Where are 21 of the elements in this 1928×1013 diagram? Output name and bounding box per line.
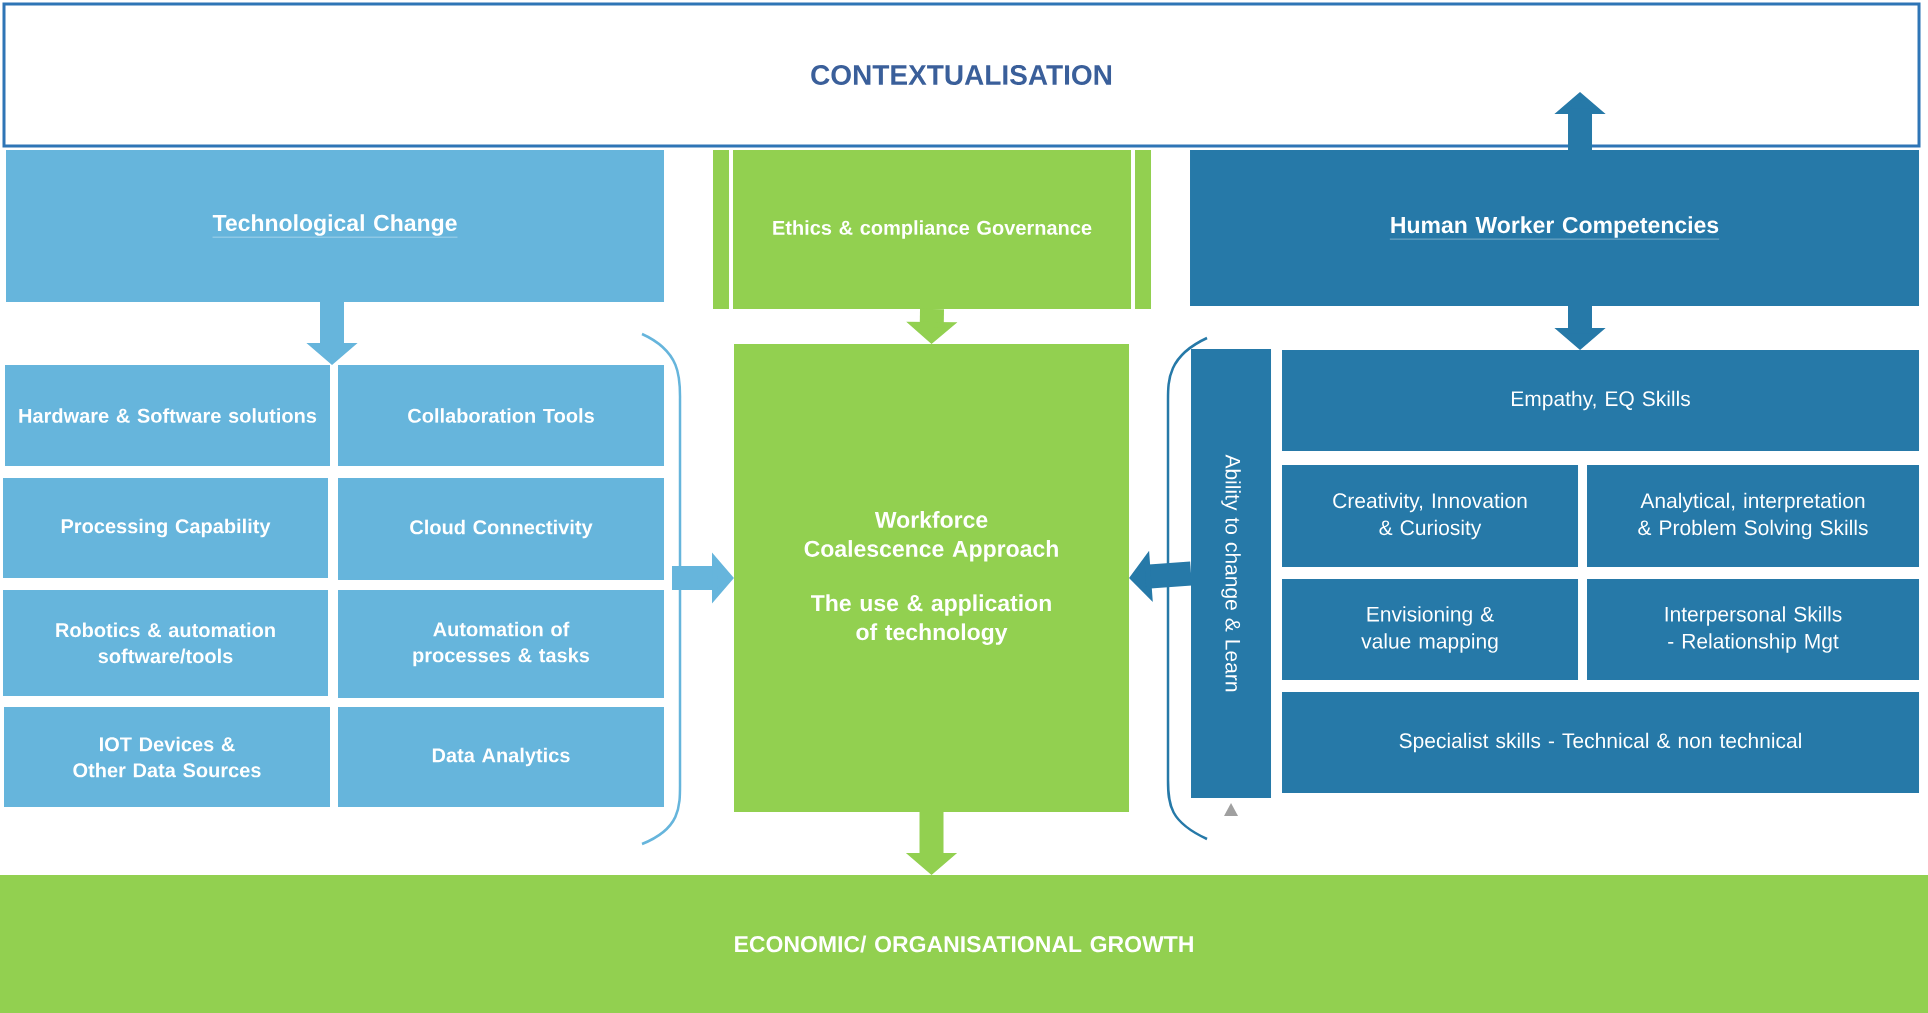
item-box: Automation of processes & tasks <box>338 590 664 698</box>
skill-box: Envisioning & value mapping <box>1282 579 1578 680</box>
skill-box: Empathy, EQ Skills <box>1282 350 1919 451</box>
item-box: Processing Capability <box>3 478 328 578</box>
central-box: Workforce Coalescence Approach The use & application of technology <box>734 344 1129 812</box>
item-box: Hardware & Software solutions <box>5 365 330 466</box>
heading-box: Human Worker Competencies <box>1190 150 1919 306</box>
vertical-box: Ability to change & Learn <box>1191 349 1271 798</box>
governance-box: Ethics & compliance Governance <box>713 150 1151 309</box>
item-box: Data Analytics <box>338 707 664 807</box>
skill-box: Interpersonal Skills - Relationship Mgt <box>1587 579 1919 680</box>
skill-box: Analytical, interpretation & Problem Solving Skills <box>1587 465 1919 567</box>
title-box: CONTEXTUALISATION <box>2 2 1921 148</box>
item-box: Cloud Connectivity <box>338 478 664 580</box>
skill-box: Creativity, Innovation & Curiosity <box>1282 465 1578 567</box>
item-box: Collaboration Tools <box>338 365 664 466</box>
item-box: Robotics & automation software/tools <box>3 590 328 696</box>
heading-box: Technological Change <box>6 150 664 302</box>
growth-band: ECONOMIC/ ORGANISATIONAL GROWTH <box>0 875 1928 1013</box>
skill-box: Specialist skills - Technical & non technical <box>1282 692 1919 793</box>
item-box: IOT Devices & Other Data Sources <box>4 707 330 807</box>
